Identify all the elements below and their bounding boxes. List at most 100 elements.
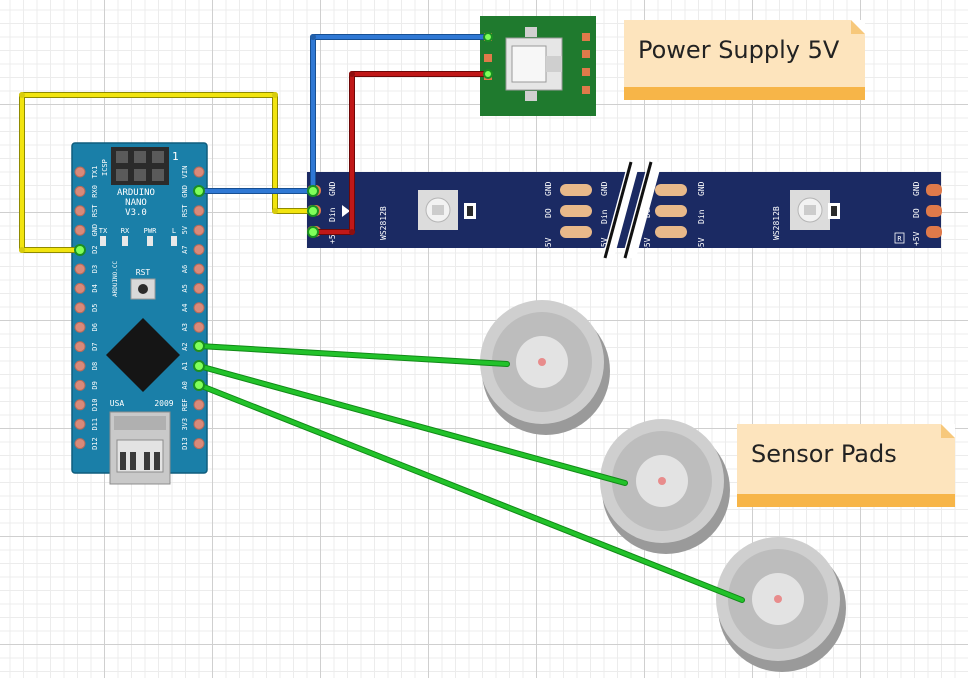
pin-pad-d12[interactable] <box>74 438 86 450</box>
pin-pad-d8[interactable] <box>74 360 86 372</box>
power-supply[interactable] <box>480 16 596 116</box>
usb-connector <box>109 411 171 485</box>
mid-pad-label-din-4: Din <box>697 209 706 224</box>
led-label-tx: TX <box>99 227 108 235</box>
mid-pad-label-gnd-4: GND <box>697 181 706 196</box>
pin-pad-vin[interactable] <box>193 166 205 178</box>
pin-label-d8: D8 <box>91 362 99 370</box>
wire-blue[interactable] <box>197 34 491 194</box>
end-pad-label-gnd: GND <box>912 181 921 196</box>
made-in-label: USA <box>110 399 125 408</box>
pin-label-3v3: 3V3 <box>181 418 189 431</box>
mid-pad-label-5v-1: +5V <box>544 237 553 252</box>
pin-pad-d11[interactable] <box>74 418 86 430</box>
led-strip[interactable]: +5 Din GND WS2812B +5V DO GND +5V Din GN… <box>307 161 942 259</box>
pin-pad-d10[interactable] <box>74 399 86 411</box>
end-pad-label-5v: +5V <box>912 231 921 246</box>
brand-label: ARDUINO.CC <box>112 260 119 297</box>
pin-label-d11: D11 <box>91 418 99 431</box>
pin-label-a1: A1 <box>181 362 189 370</box>
led-label-rx: RX <box>121 227 130 235</box>
led-chip-label-1: WS2812B <box>379 206 388 240</box>
strip-mid-pads-2 <box>655 184 687 238</box>
note-fold <box>851 20 865 34</box>
pin-pad-a5[interactable] <box>193 282 205 294</box>
wires <box>19 32 745 603</box>
note-fold <box>941 424 955 438</box>
note-sensor-text: Sensor Pads <box>751 440 897 468</box>
pin-label-d5: D5 <box>91 304 99 312</box>
pin-label-a4: A4 <box>181 304 189 312</box>
rgb-led-1 <box>418 190 476 230</box>
pin-pad-rst[interactable] <box>193 205 205 217</box>
mid-pad-label-do-3: DO <box>643 208 652 218</box>
pin-pad-5v[interactable] <box>193 224 205 236</box>
pin-pad-d7[interactable] <box>74 341 86 353</box>
note-bar <box>624 87 865 100</box>
pin-label-d9: D9 <box>91 381 99 389</box>
pin-pad-rst[interactable] <box>74 205 86 217</box>
pin-label-gnd: GND <box>91 224 99 237</box>
mid-pad-label-5v-2: +5V <box>600 237 609 252</box>
end-pad-label-do: DO <box>912 208 921 218</box>
pin-pad-gnd[interactable] <box>74 224 86 236</box>
pin-label-5v: 5V <box>181 225 189 234</box>
pin-label-d7: D7 <box>91 342 99 350</box>
pin1-label: 1 <box>172 150 179 163</box>
strip-end-pads <box>926 184 942 238</box>
pin-pad-3v3[interactable] <box>193 418 205 430</box>
strip-pad-label-5v: +5 <box>328 234 337 244</box>
led-label-pwr: PWR <box>144 227 157 235</box>
pin-pad-a6[interactable] <box>193 263 205 275</box>
pin-pad-a3[interactable] <box>193 321 205 333</box>
mid-pad-label-do-1: DO <box>544 208 553 218</box>
sensor-pad-3[interactable] <box>716 537 846 672</box>
mid-pad-label-gnd-1: GND <box>544 181 553 196</box>
led-label-l: L <box>172 227 176 235</box>
pin-headers: TX1RX0RSTGNDD2D3D4D5D6D7D8D9D10D11D12VIN… <box>74 166 205 450</box>
mid-pad-label-gnd-2: GND <box>600 181 609 196</box>
pin-pad-rx0[interactable] <box>74 185 86 197</box>
arduino-nano[interactable]: ICSP 1 ARDUINO NANO V3.0 TX RX PWR L ARD… <box>71 142 208 485</box>
board-title-line1: ARDUINO <box>117 188 155 198</box>
sensor-pad-2[interactable] <box>600 419 730 554</box>
board-title-line3: V3.0 <box>125 208 147 218</box>
year-label: 2009 <box>154 399 173 408</box>
pin-pad-d5[interactable] <box>74 302 86 314</box>
reset-button-label: RST <box>136 268 151 277</box>
pin-label-a5: A5 <box>181 284 189 292</box>
pin-label-rst: RST <box>91 204 99 217</box>
pin-pad-ref[interactable] <box>193 399 205 411</box>
mid-pad-label-5v-3: +5V <box>643 237 652 252</box>
strip-mid-pads-1 <box>560 184 592 238</box>
status-leds <box>100 236 177 246</box>
pin-pad-d4[interactable] <box>74 282 86 294</box>
pin-label-d6: D6 <box>91 323 99 331</box>
pin-label-gnd: GND <box>181 185 189 198</box>
pin-pad-a4[interactable] <box>193 302 205 314</box>
rgb-led-2 <box>790 190 840 230</box>
pin-label-d4: D4 <box>91 284 99 292</box>
note-power-text: Power Supply 5V <box>638 36 840 64</box>
registered-mark: R <box>897 235 902 243</box>
pin-pad-d13[interactable] <box>193 438 205 450</box>
sensor-pad-1[interactable] <box>480 300 610 435</box>
pin-pad-d6[interactable] <box>74 321 86 333</box>
pin-pad-tx1[interactable] <box>74 166 86 178</box>
pin-label-d10: D10 <box>91 398 99 411</box>
board-title-line2: NANO <box>125 198 147 208</box>
pin-pad-a7[interactable] <box>193 244 205 256</box>
pin-label-a6: A6 <box>181 265 189 273</box>
mid-pad-label-din-2: Din <box>600 209 609 224</box>
note-bar <box>737 494 955 507</box>
reset-button[interactable] <box>130 278 156 300</box>
pin-pad-d3[interactable] <box>74 263 86 275</box>
pin-label-tx1: TX1 <box>91 166 99 179</box>
mid-pad-label-5v-4: +5V <box>697 237 706 252</box>
pin-pad-d9[interactable] <box>74 379 86 391</box>
pin-label-d12: D12 <box>91 437 99 450</box>
icsp-label: ICSP <box>101 159 109 176</box>
note-sensor-pads: Sensor Pads <box>737 424 955 507</box>
pin-label-rx0: RX0 <box>91 185 99 198</box>
